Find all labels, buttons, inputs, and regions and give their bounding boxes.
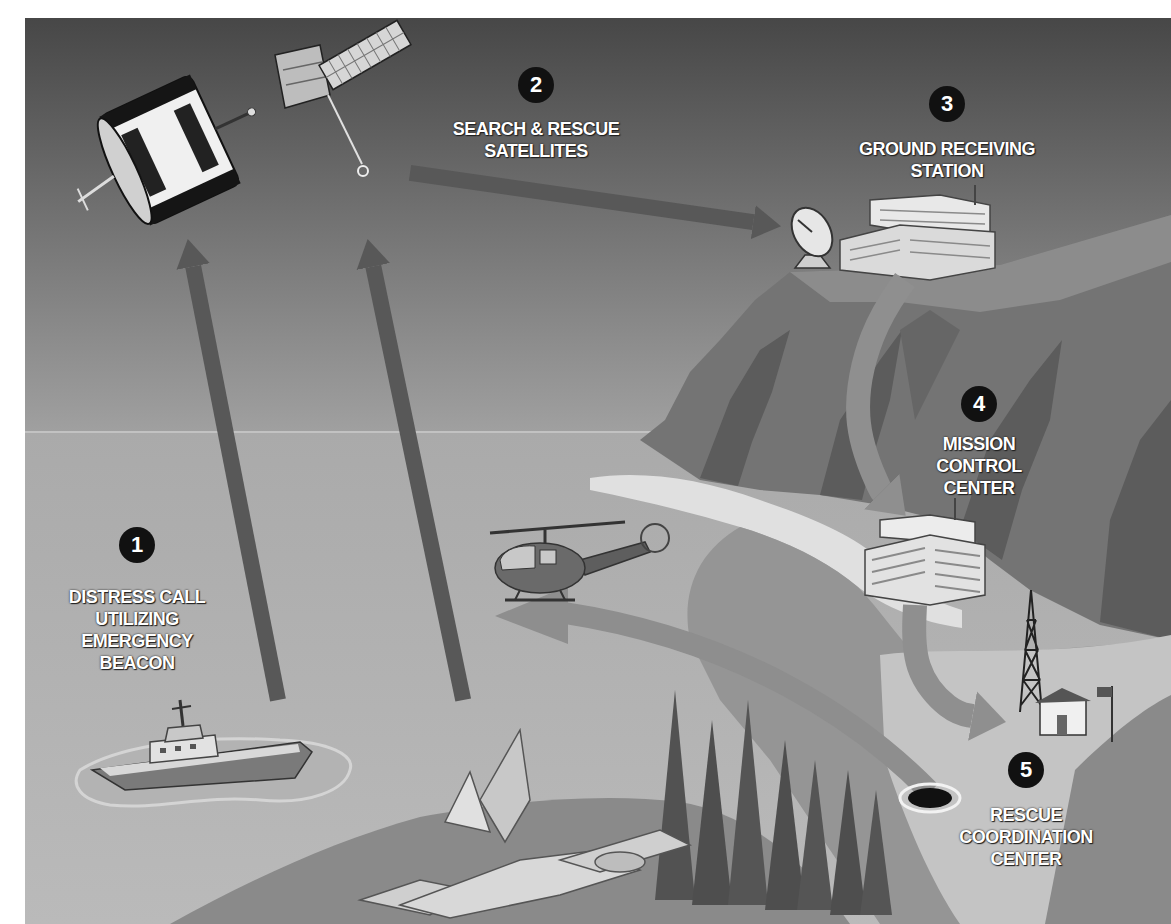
helicopter-body (495, 543, 585, 593)
connector-group (193, 173, 972, 716)
callout-number: 2 (518, 67, 554, 103)
mcc-antenna (954, 498, 956, 520)
radio-tower (1020, 590, 1042, 712)
tree (692, 720, 732, 905)
ship-bridge (165, 725, 203, 742)
rcc-roof (1035, 688, 1091, 703)
step-label: DISTRESS CALL UTILIZING EMERGENCY BEACON (57, 586, 217, 674)
flag (1097, 687, 1112, 697)
helicopter-skid (515, 590, 565, 600)
solar-panel (319, 20, 411, 89)
cliff-ridge (1100, 400, 1171, 640)
cliff-ridge (700, 330, 790, 486)
satellite-boom (328, 95, 362, 164)
ship-window (190, 744, 196, 749)
rcc-door (1057, 715, 1067, 735)
signal-arrow (410, 173, 753, 222)
ship-window (175, 746, 181, 751)
helipad-ring (900, 784, 960, 812)
step-node: 5RESCUE COORDINATION CENTER (1005, 580, 1125, 745)
mcc-windows (872, 548, 980, 592)
step-label-group: 3GROUND RECEIVING STATION (842, 86, 1052, 182)
callout-number: 1 (119, 527, 155, 563)
helicopter-tail (580, 542, 650, 575)
tree (797, 760, 833, 910)
step-label-group: 5RESCUE COORDINATION CENTER (946, 752, 1106, 870)
step-label: RESCUE COORDINATION CENTER (946, 804, 1106, 870)
station-antenna (974, 185, 976, 205)
helipad (908, 788, 952, 808)
callout-number: 3 (929, 86, 965, 122)
satellite-body (275, 45, 330, 108)
mcc-building (865, 535, 985, 605)
step-node: 2SEARCH & RESCUE SATELLITES (40, 20, 410, 240)
satellite-boom (78, 189, 88, 211)
step-label: GROUND RECEIVING STATION (842, 138, 1052, 182)
step-node: 1DISTRESS CALL UTILIZING EMERGENCY BEACO… (60, 700, 690, 924)
ship-mast (180, 700, 183, 726)
satellite-end (89, 113, 160, 228)
tree (728, 700, 768, 905)
step-node: 3GROUND RECEIVING STATION (780, 195, 1000, 280)
wreck-wing (560, 830, 690, 872)
step-label-group: 4MISSION CONTROL CENTER (929, 386, 1029, 499)
step-node: 4MISSION CONTROL CENTER (865, 515, 990, 605)
signal-arrow (193, 266, 278, 700)
cliff-ridge (900, 310, 960, 420)
dispatch-arrowhead (495, 586, 568, 644)
wreck-fin (445, 772, 490, 832)
ship-mast (172, 706, 191, 709)
dispatch-arrow (565, 613, 930, 792)
signal-arrow (373, 266, 463, 700)
rcc-house (1040, 700, 1086, 735)
step-label-group: 1DISTRESS CALL UTILIZING EMERGENCY BEACO… (57, 527, 217, 674)
signal-arrow (858, 280, 905, 492)
hill (1045, 695, 1171, 924)
step-label: MISSION CONTROL CENTER (929, 433, 1029, 499)
signal-arrow (914, 605, 972, 716)
tree (765, 740, 805, 910)
satellite-dish (783, 200, 840, 263)
satellite-panel (174, 103, 219, 172)
helicopter-window (540, 550, 556, 564)
dish-feed (798, 220, 812, 232)
satellite-antenna (246, 107, 257, 118)
step-label: SEARCH & RESCUE SATELLITES (441, 118, 631, 162)
callout-number: 4 (961, 386, 997, 422)
helicopter-rotor (490, 522, 625, 533)
tree (655, 690, 695, 900)
satellite-antenna (215, 113, 249, 129)
satellite-antenna (358, 166, 368, 176)
helicopter-mast (544, 530, 547, 543)
dish-stand (795, 255, 830, 268)
helicopter-tail-rotor (641, 524, 669, 552)
ship-window (160, 748, 166, 753)
wreck-engine (595, 852, 645, 872)
solar-panel-frame (319, 20, 411, 89)
coast-land (687, 527, 1171, 924)
tree (830, 770, 866, 915)
callout-number: 5 (1008, 752, 1044, 788)
tree (860, 790, 892, 915)
satellite (49, 56, 280, 249)
station-windows (850, 210, 990, 260)
solar-panel-grid (319, 20, 411, 89)
step-label-group: 2SEARCH & RESCUE SATELLITES (441, 67, 631, 162)
helicopter-window (500, 546, 535, 570)
